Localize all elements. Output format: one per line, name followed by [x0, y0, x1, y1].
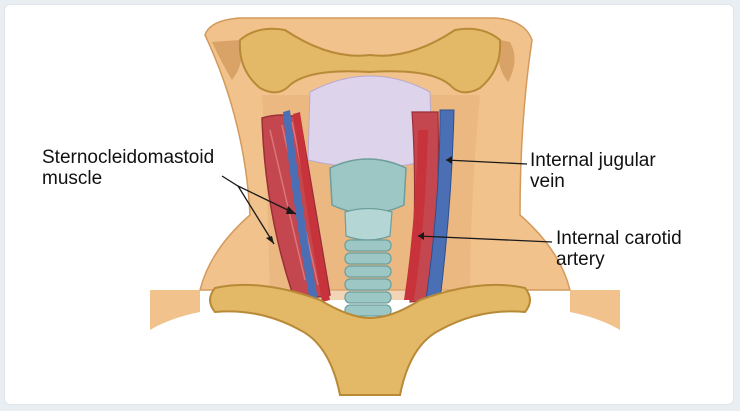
scm-pointer-line-b: [237, 185, 275, 245]
label-sternocleidomastoid-line2: muscle: [42, 168, 103, 189]
mandible: [238, 27, 502, 94]
label-internal-carotid-artery: Internal carotid artery: [556, 228, 682, 270]
trachea-rings: [344, 239, 392, 317]
left-ear: [212, 40, 242, 80]
scm-arrowhead-a: [286, 206, 296, 214]
right-artery: [404, 130, 428, 300]
clavicles-sternum: [209, 283, 531, 396]
label-internal-jugular-line1: Internal jugular: [530, 150, 656, 171]
label-internal-jugular-line2: vein: [530, 171, 565, 192]
left-artery: [293, 112, 330, 302]
label-internal-carotid-line1: Internal carotid: [556, 228, 682, 249]
ica-arrowhead: [418, 232, 424, 240]
left-vein: [283, 110, 318, 302]
thyroid-cartilage: [329, 158, 407, 215]
scm-arrowhead-b: [266, 236, 274, 244]
cricoid-cartilage: [344, 207, 393, 241]
right-ear: [498, 40, 515, 82]
label-sternocleidomastoid-muscle: Sternocleidomastoid muscle: [42, 147, 214, 189]
ijv-arrowhead: [446, 156, 452, 164]
right-shoulder: [570, 290, 620, 330]
label-internal-carotid-line2: artery: [556, 249, 605, 270]
left-shoulder: [150, 290, 200, 330]
ica-pointer-line: [417, 235, 553, 243]
label-sternocleidomastoid-line1: Sternocleidomastoid: [42, 147, 215, 168]
ijv-pointer-line: [445, 159, 528, 165]
label-internal-jugular-vein: Internal jugular vein: [530, 150, 656, 192]
